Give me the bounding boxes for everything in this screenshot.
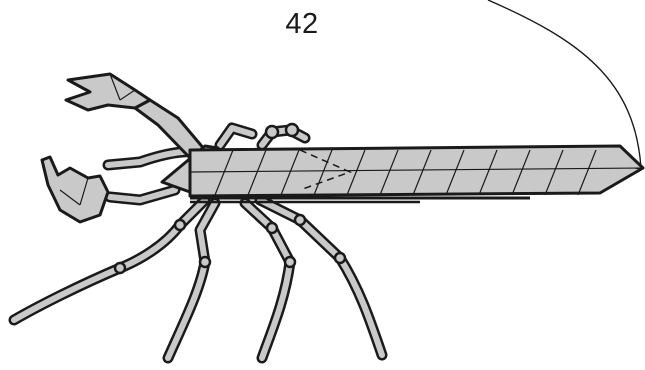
leg-joint: [115, 263, 125, 273]
page-number: 42: [272, 8, 332, 41]
leg-joint: [285, 257, 295, 267]
lower-claw-pincer: [42, 157, 108, 222]
leg-4: [260, 200, 382, 355]
upper-claw-pincer: [66, 74, 150, 110]
leg-1: [14, 200, 205, 320]
legs: [14, 200, 382, 358]
leg-joint: [175, 220, 185, 230]
leg-joint: [335, 253, 345, 263]
leg-joint: [267, 223, 277, 233]
tail-curve: [488, 0, 641, 168]
upper-legs: [220, 124, 305, 145]
scorpion-body: [190, 146, 643, 202]
leg-joint: [200, 257, 210, 267]
upper-claw: [66, 74, 205, 165]
leg-joint: [295, 215, 305, 225]
